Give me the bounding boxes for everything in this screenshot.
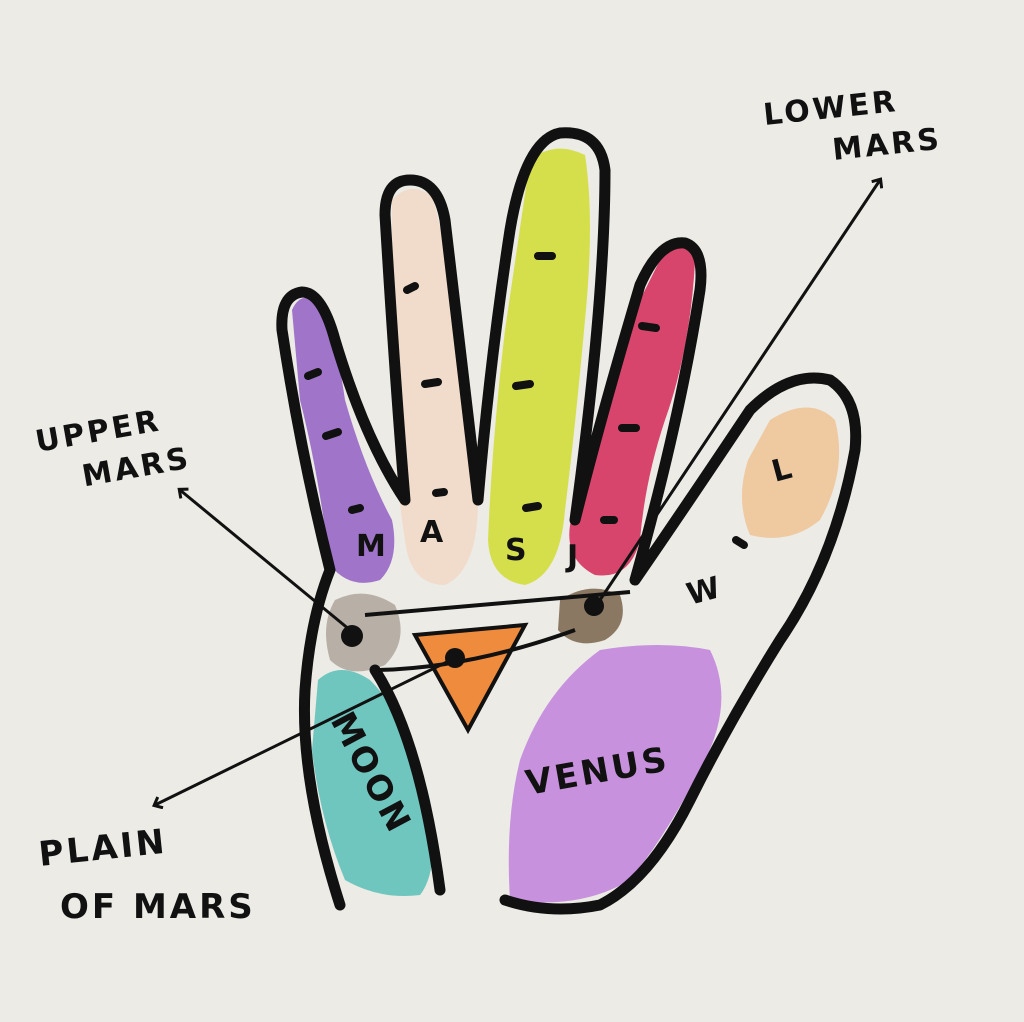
plain-of-mars-label-line2: OF MARS — [60, 887, 256, 927]
finger-joint-marks — [304, 252, 748, 549]
jupiter-letter: J — [565, 539, 581, 574]
mercury-letter: M — [356, 529, 389, 564]
upper-mars-dot — [341, 625, 363, 647]
mars-connections — [364, 590, 631, 672]
saturn-finger-fill — [488, 148, 590, 586]
apollo-letter: A — [420, 515, 446, 550]
pointer-arrows — [155, 180, 880, 805]
saturn-letter: S — [505, 533, 530, 568]
venus-fill — [508, 645, 722, 903]
upper-mars-arrow — [180, 490, 351, 632]
lower-mars-dot — [584, 596, 604, 616]
plain-of-mars-arrow — [155, 656, 456, 805]
thumb-tip-fill — [741, 407, 840, 538]
plain-of-mars-triangle — [411, 622, 529, 735]
lower-mars-arrow — [598, 180, 880, 601]
upper-mars-fill — [326, 593, 401, 672]
jupiter-finger-fill — [569, 246, 695, 576]
hand-outline — [276, 127, 862, 915]
